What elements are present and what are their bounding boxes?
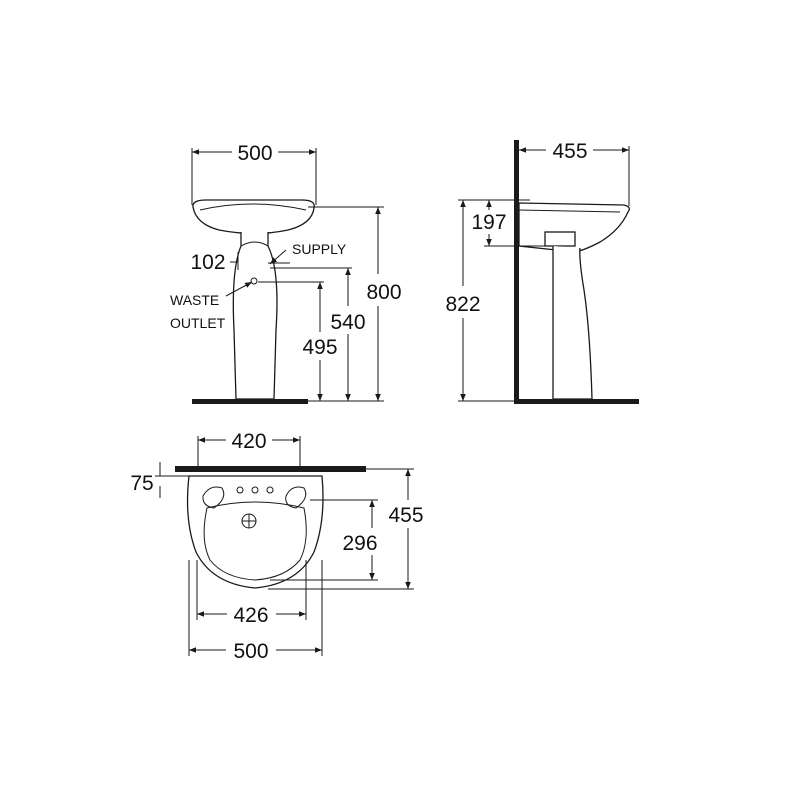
dim-overall-width: 500 <box>233 640 268 663</box>
basin-front <box>192 199 315 235</box>
dim-inner-width: 420 <box>231 430 266 453</box>
dim-waste-offset: 102 <box>190 251 225 274</box>
dim-waste-height: 495 <box>302 336 337 359</box>
waste-pointer <box>225 281 253 297</box>
dim-supply-height: 540 <box>330 311 365 334</box>
dim-height-800: 800 <box>366 281 401 304</box>
soap-dish-left <box>202 486 225 509</box>
dim-supply-drop: 197 <box>471 211 506 234</box>
top-view: 420 75 455 296 426 500 <box>130 430 423 663</box>
floor-line-side <box>514 399 639 404</box>
pedestal-side <box>552 246 593 400</box>
soap-dish-right <box>285 486 307 509</box>
waste-label-line1: WASTE <box>170 292 219 308</box>
side-view: 455 822 197 <box>445 140 639 404</box>
basin-rim-curve <box>199 203 307 211</box>
dim-width-front: 500 <box>237 142 272 165</box>
bowl-outline-top <box>203 501 307 581</box>
waste-label-line2: OUTLET <box>170 315 226 331</box>
trap-box <box>544 231 576 247</box>
wall-line-top <box>175 466 366 472</box>
front-view: 500 800 540 495 102 SUPPLY WASTE OUTLET <box>170 142 402 404</box>
supply-label: SUPPLY <box>292 241 347 257</box>
waste-outlet-mark <box>250 277 258 285</box>
tap-hole-right <box>266 486 274 494</box>
dim-bowl-depth: 296 <box>342 532 377 555</box>
dim-wall-offset: 75 <box>130 472 153 495</box>
wall-line <box>514 140 519 404</box>
pedestal-top-curve <box>240 241 269 247</box>
dim-height-822: 822 <box>445 293 480 316</box>
dim-depth-top: 455 <box>388 504 423 527</box>
basin-outline-top <box>186 475 324 589</box>
floor-line <box>192 399 308 404</box>
pedestal-front <box>232 232 278 400</box>
dim-bowl-width: 426 <box>233 604 268 627</box>
tap-hole-center <box>251 486 259 494</box>
dim-depth-side: 455 <box>552 140 587 163</box>
tap-hole-left <box>236 486 244 494</box>
supply-pointer <box>269 249 287 265</box>
